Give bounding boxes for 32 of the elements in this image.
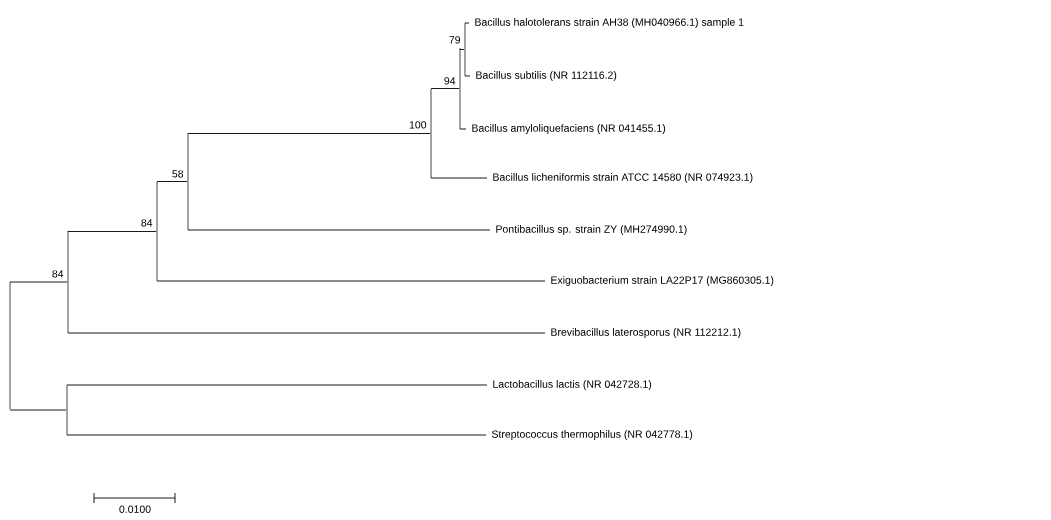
tree-branch [459, 128, 467, 130]
tree-branch [66, 384, 488, 386]
tree-branch [156, 280, 546, 282]
scale-label: 0.0100 [119, 505, 151, 513]
tree-branch [459, 49, 465, 50]
bootstrap-value: 79 [449, 36, 461, 44]
tree-branch [9, 281, 68, 283]
leaf-label: Brevibacillus laterosporus (NR 112212.1) [551, 328, 741, 338]
bootstrap-value: 58 [172, 170, 184, 178]
leaf-label: Pontibacillus sp. strain ZY (MH274990.1) [496, 225, 687, 235]
bootstrap-value: 100 [409, 121, 427, 129]
bootstrap-value: 94 [444, 77, 456, 85]
tree-branch [464, 75, 471, 77]
tree-branch [67, 332, 546, 334]
tree-branch [67, 231, 157, 232]
tree-branch [430, 88, 460, 89]
tree-branch [156, 181, 188, 182]
tree-branch [187, 229, 491, 231]
tree-branch [66, 434, 487, 436]
tree-branch [187, 133, 431, 134]
leaf-label: Bacillus subtilis (NR 112116.2) [476, 71, 617, 81]
bootstrap-value: 84 [141, 219, 153, 227]
leaf-label: Bacillus licheniformis strain ATCC 14580 (NR 074923.1) [493, 173, 753, 183]
leaf-label: Exiguobacterium strain LA22P17 (MG860305.1) [551, 276, 774, 286]
leaf-label: Streptococcus thermophilus (NR 042778.1) [491, 430, 693, 440]
leaf-label: Bacillus halotolerans strain AH38 (MH040966.1) sample 1 [475, 18, 744, 28]
leaf-label: Bacillus amyloliquefaciens (NR 041455.1) [472, 124, 666, 134]
tree-branch [9, 409, 67, 411]
bootstrap-value: 84 [52, 270, 64, 278]
tree-branch [464, 22, 470, 24]
leaf-label: Lactobacillus lactis (NR 042728.1) [493, 380, 652, 390]
tree-branch [430, 177, 488, 179]
